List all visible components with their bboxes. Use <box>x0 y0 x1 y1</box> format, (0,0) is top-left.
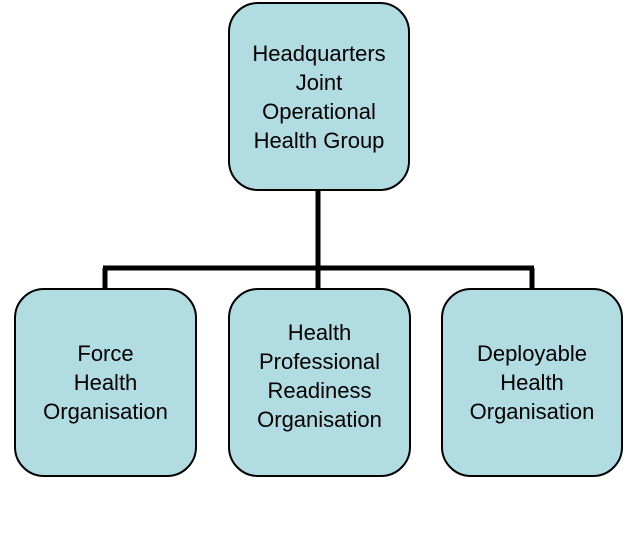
node-force-health: Force Health Organisation <box>14 288 197 477</box>
node-force-health-label: Force Health Organisation <box>43 341 168 424</box>
node-headquarters-label: Headquarters Joint Operational Health Gr… <box>252 40 386 153</box>
node-deployable-health-label: Deployable Health Organisation <box>469 341 595 424</box>
node-deployable-health: Deployable Health Organisation <box>441 288 623 477</box>
node-headquarters: Headquarters Joint Operational Health Gr… <box>228 2 410 191</box>
node-health-professional-readiness: Health Professional Readiness Organisati… <box>228 288 411 477</box>
node-health-professional-readiness-label: Health Professional Readiness Organisati… <box>257 320 382 432</box>
